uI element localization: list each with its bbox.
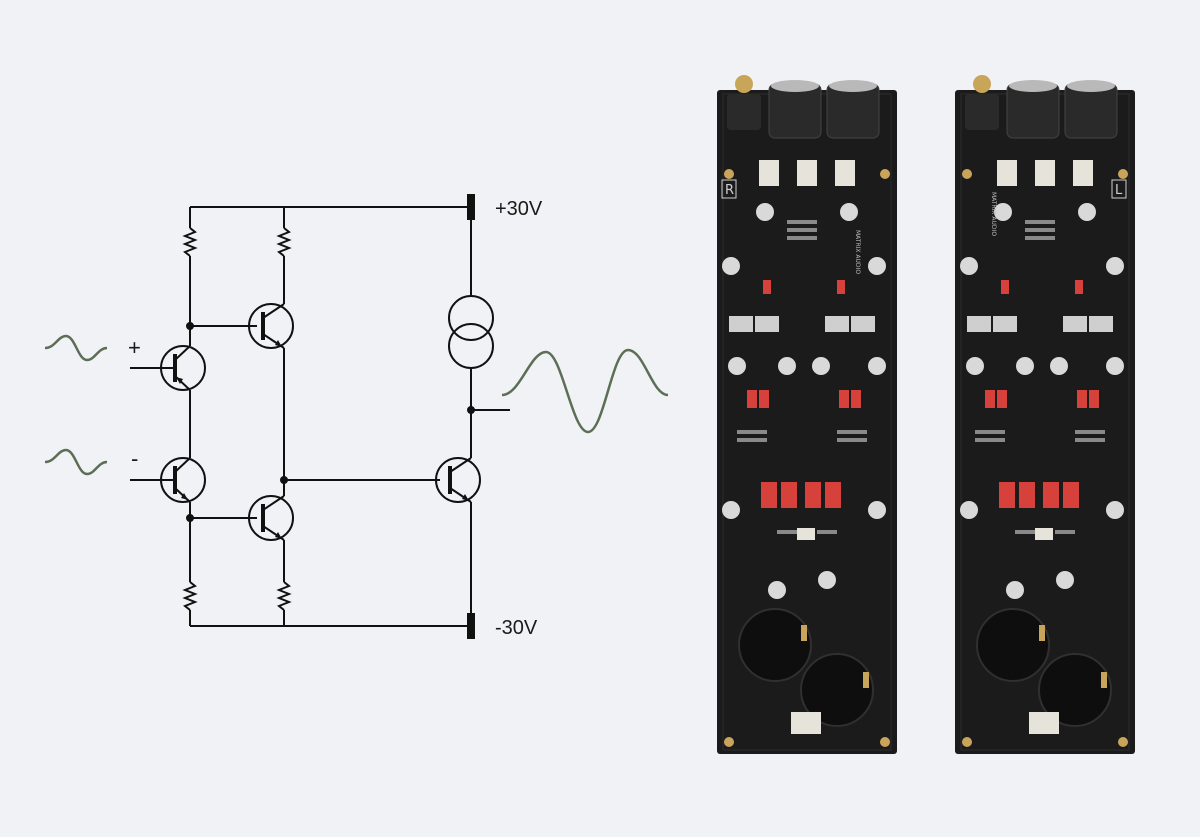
middle-lower-resistor — [276, 540, 292, 626]
silk-brand-right: MATRIX AUDIO — [854, 230, 861, 274]
output-waveform — [501, 348, 669, 434]
negative-supply-label: -30V — [495, 617, 538, 639]
silk-channel-l: L — [1115, 183, 1123, 198]
silk-box-l — [1111, 179, 1127, 199]
amplifier-schematic — [44, 194, 669, 639]
left-upper-resistor — [182, 207, 198, 326]
lower-cascode-transistor — [248, 495, 294, 541]
positive-supply-label: +30V — [495, 198, 543, 220]
output-transistor — [435, 457, 481, 503]
input-transistor-positive — [130, 345, 206, 391]
input-transistor-negative — [130, 457, 206, 503]
pcb-board-left-channel — [954, 74, 1136, 755]
inverting-input-label: - — [131, 446, 138, 471]
input-plus-waveform — [44, 334, 108, 362]
silk-box-r — [721, 179, 737, 199]
input-minus-waveform — [44, 448, 108, 476]
pcb-board-right-channel — [716, 74, 898, 755]
left-lower-resistor — [182, 518, 198, 626]
non-inverting-input-label: + — [128, 335, 141, 360]
middle-upper-resistor — [276, 207, 292, 304]
silk-brand-left: MATRIX AUDIO — [990, 192, 997, 236]
upper-cascode-transistor — [248, 303, 294, 349]
silk-channel-r: R — [725, 183, 734, 198]
current-source — [448, 295, 494, 369]
